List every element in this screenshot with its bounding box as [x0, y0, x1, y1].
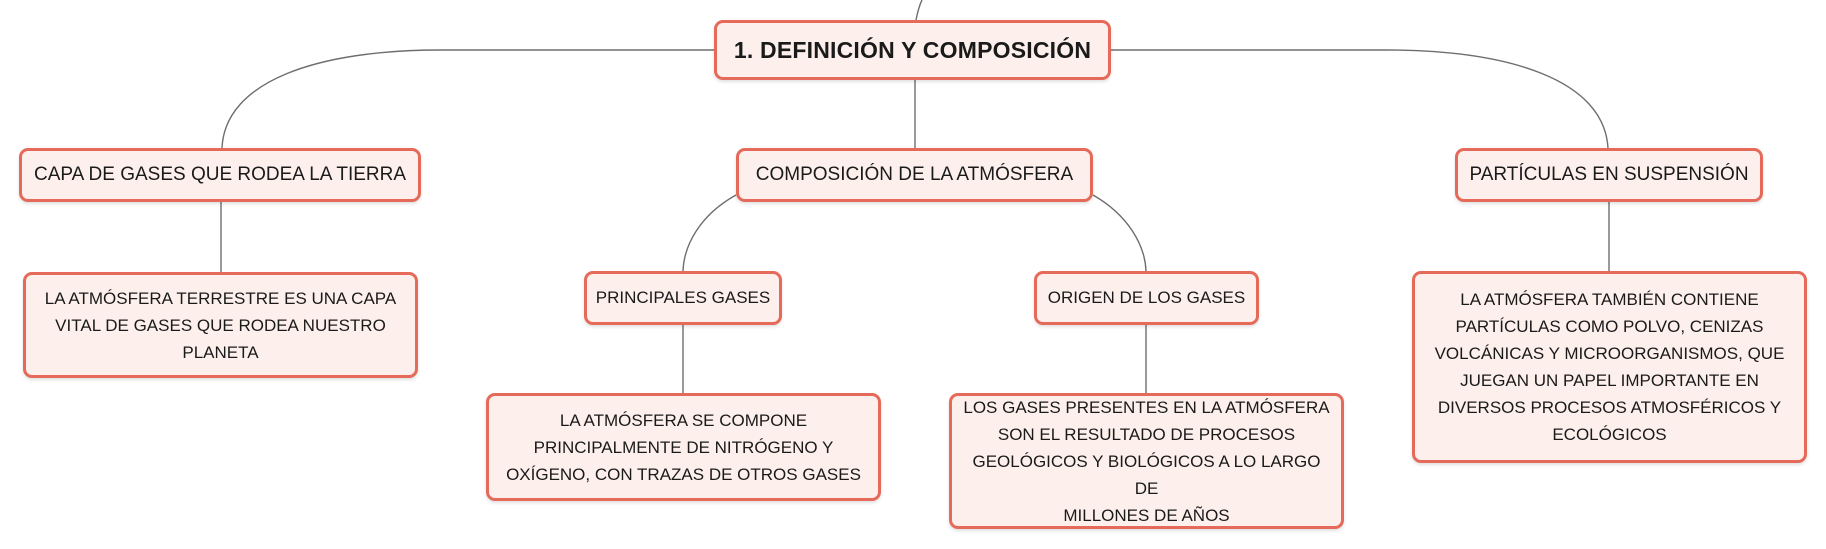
- detail-capa-de-gases[interactable]: LA ATMÓSFERA TERRESTRE ES UNA CAPA VITAL…: [23, 272, 418, 378]
- detail-text: LA ATMÓSFERA TAMBIÉN CONTIENE PARTÍCULAS…: [1435, 286, 1785, 448]
- detail-line: JUEGAN UN PAPEL IMPORTANTE EN: [1460, 371, 1759, 390]
- topic-capa-de-gases[interactable]: CAPA DE GASES QUE RODEA LA TIERRA: [19, 148, 421, 202]
- detail-line: LA ATMÓSFERA SE COMPONE: [559, 410, 808, 430]
- detail-line: PRINCIPALMENTE DE NITRÓGENO Y: [533, 437, 834, 457]
- detail-text: LA ATMÓSFERA TERRESTRE ES UNA CAPA VITAL…: [45, 285, 396, 366]
- detail-line: OXÍGENO, CON TRAZAS DE OTROS GASES: [506, 464, 861, 484]
- detail-line: LA ATMÓSFERA TERRESTRE ES UNA CAPA: [44, 288, 397, 308]
- detail-origen-gases[interactable]: LOS GASES PRESENTES EN LA ATMÓSFERA SON …: [949, 393, 1344, 529]
- connector-root-capa: [221, 49, 714, 149]
- detail-line: PLANETA: [182, 342, 259, 362]
- connector-root-part: [1111, 49, 1609, 149]
- root-node-label: 1. DEFINICIÓN Y COMPOSICIÓN: [733, 36, 1092, 63]
- subtopic-principales-gases[interactable]: PRINCIPALES GASES: [584, 271, 782, 325]
- detail-line: SON EL RESULTADO DE PROCESOS: [997, 424, 1296, 444]
- detail-line: MILLONES DE AÑOS: [1063, 505, 1230, 525]
- subtopic-label: ORIGEN DE LOS GASES: [1047, 288, 1246, 307]
- connector-comp-origen: [1092, 194, 1147, 272]
- detail-line: DIVERSOS PROCESOS ATMOSFÉRICOS Y: [1437, 398, 1782, 417]
- topic-composicion[interactable]: COMPOSICIÓN DE LA ATMÓSFERA: [736, 148, 1093, 202]
- detail-particulas[interactable]: LA ATMÓSFERA TAMBIÉN CONTIENE PARTÍCULAS…: [1412, 271, 1807, 463]
- root-node[interactable]: 1. DEFINICIÓN Y COMPOSICIÓN: [714, 20, 1111, 80]
- detail-line: ECOLÓGICOS: [1552, 425, 1667, 444]
- connector-parent-stub: [915, 0, 923, 21]
- detail-line: GEOLÓGICOS Y BIOLÓGICOS A LO LARGO DE: [972, 451, 1321, 498]
- topic-particulas[interactable]: PARTÍCULAS EN SUSPENSIÓN: [1455, 148, 1763, 202]
- detail-principales-gases[interactable]: LA ATMÓSFERA SE COMPONE PRINCIPALMENTE D…: [486, 393, 881, 501]
- topic-label: CAPA DE GASES QUE RODEA LA TIERRA: [33, 164, 407, 185]
- topic-label: PARTÍCULAS EN SUSPENSIÓN: [1469, 164, 1749, 185]
- detail-line: PARTÍCULAS COMO POLVO, CENIZAS: [1455, 317, 1764, 336]
- detail-text: LA ATMÓSFERA SE COMPONE PRINCIPALMENTE D…: [506, 407, 861, 488]
- detail-line: VITAL DE GASES QUE RODEA NUESTRO: [55, 315, 386, 335]
- topic-label: COMPOSICIÓN DE LA ATMÓSFERA: [755, 164, 1074, 185]
- subtopic-origen-gases[interactable]: ORIGEN DE LOS GASES: [1034, 271, 1259, 325]
- subtopic-label: PRINCIPALES GASES: [595, 288, 771, 307]
- detail-line: LOS GASES PRESENTES EN LA ATMÓSFERA: [963, 397, 1330, 417]
- detail-line: VOLCÁNICAS Y MICROORGANISMOS, QUE: [1434, 344, 1785, 363]
- connector-comp-princ: [682, 194, 737, 272]
- detail-text: LOS GASES PRESENTES EN LA ATMÓSFERA SON …: [962, 394, 1331, 529]
- detail-line: LA ATMÓSFERA TAMBIÉN CONTIENE: [1460, 290, 1759, 309]
